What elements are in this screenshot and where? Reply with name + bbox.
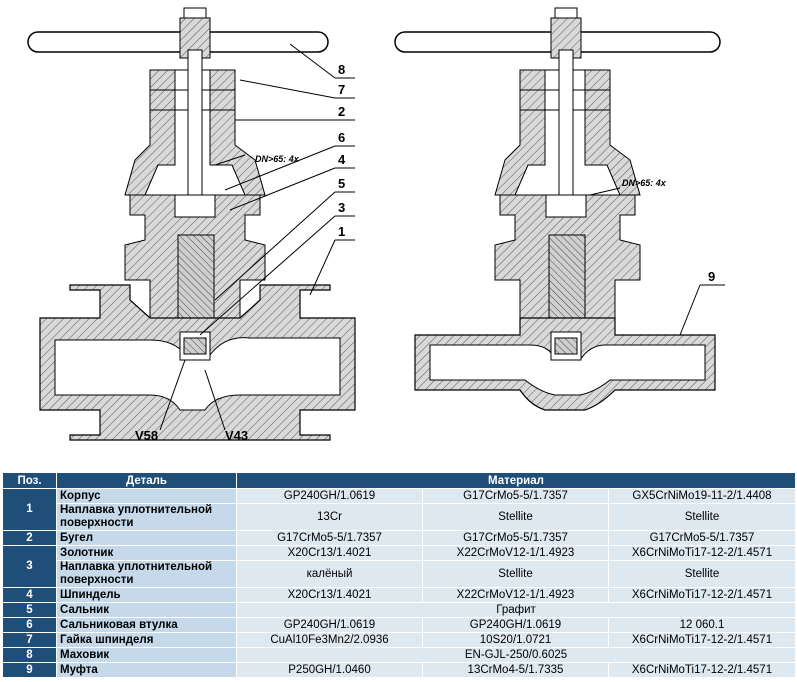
material-cell: X22CrMoV12-1/1.4923 bbox=[422, 545, 609, 561]
handwheel bbox=[27, 31, 329, 53]
material-cell: P250GH/1.0460 bbox=[236, 662, 423, 678]
material-cell: EN-GJL-250/0.6025 bbox=[236, 647, 796, 663]
material-cell: X20Cr13/1.4021 bbox=[236, 545, 423, 561]
table-header: Поз. Деталь Материал bbox=[2, 472, 796, 489]
label-7: 7 bbox=[338, 82, 345, 97]
material-cell: калёный bbox=[236, 560, 423, 588]
table-row: Наплавка уплотнительной поверхности калё… bbox=[3, 560, 796, 588]
buttweld-valve bbox=[394, 7, 721, 411]
label-8: 8 bbox=[338, 62, 345, 77]
dn-note-left: DN>65: 4x bbox=[255, 154, 300, 164]
material-cell: GP240GH/1.0619 bbox=[422, 617, 609, 633]
part-cell: Бугел bbox=[56, 530, 237, 546]
dn-note-right: DN>65: 4x bbox=[622, 178, 667, 188]
material-cell: 12 060.1 bbox=[608, 617, 796, 633]
part-cell: Корпус bbox=[56, 488, 237, 504]
pos-cell: 6 bbox=[2, 617, 57, 633]
valve-drawing: 8 7 2 6 4 5 3 1 9 V58 V43 DN>65: 4x DN>6… bbox=[27, 7, 725, 443]
part-cell: Сальниковая втулка bbox=[56, 617, 237, 633]
label-4: 4 bbox=[338, 152, 346, 167]
part-cell: Сальник bbox=[56, 602, 237, 618]
material-cell: Stellite bbox=[422, 503, 609, 531]
table-row: Наплавка уплотнительной поверхности 13Cr… bbox=[3, 503, 796, 531]
callouts bbox=[159, 43, 725, 431]
material-cell: GX5CrNiMo19-11-2/1.4408 bbox=[608, 488, 796, 504]
material-cell: GP240GH/1.0619 bbox=[236, 488, 423, 504]
label-v58: V58 bbox=[135, 428, 158, 443]
label-5: 5 bbox=[338, 176, 345, 191]
material-cell: GP240GH/1.0619 bbox=[236, 617, 423, 633]
material-cell: 13CrMo4-5/1.7335 bbox=[422, 662, 609, 678]
material-cell: Stellite bbox=[608, 560, 796, 588]
material-cell: X22CrMoV12-1/1.4923 bbox=[422, 587, 609, 603]
label-2: 2 bbox=[338, 104, 345, 119]
material-cell: G17CrMo5-5/1.7357 bbox=[422, 488, 609, 504]
header-part: Деталь bbox=[56, 472, 237, 489]
material-cell: X6CrNiMoTi17-12-2/1.4571 bbox=[608, 545, 796, 561]
material-cell: X20Cr13/1.4021 bbox=[236, 587, 423, 603]
material-cell: X6CrNiMoTi17-12-2/1.4571 bbox=[608, 632, 796, 648]
table-row: 1 Корпус GP240GH/1.0619 G17CrMo5-5/1.735… bbox=[2, 488, 796, 531]
header-material: Материал bbox=[236, 472, 796, 489]
part-cell: Маховик bbox=[56, 647, 237, 663]
flanged-valve bbox=[27, 7, 356, 441]
table-row: 6 Сальниковая втулка GP240GH/1.0619 GP24… bbox=[2, 617, 796, 633]
table-row: 4 Шпиндель X20Cr13/1.4021 X22CrMoV12-1/1… bbox=[2, 587, 796, 603]
material-cell: X6CrNiMoTi17-12-2/1.4571 bbox=[608, 587, 796, 603]
label-3: 3 bbox=[338, 200, 345, 215]
material-cell: X6CrNiMoTi17-12-2/1.4571 bbox=[608, 662, 796, 678]
part-cell: Гайка шпинделя bbox=[56, 632, 237, 648]
table-row: 9 Муфта P250GH/1.0460 13CrMo4-5/1.7335 X… bbox=[2, 662, 796, 678]
material-cell: 10S20/1.0721 bbox=[422, 632, 609, 648]
table-row: 7 Гайка шпинделя CuAl10Fe3Mn2/2.0936 10S… bbox=[2, 632, 796, 648]
table-row: 8 Маховик EN-GJL-250/0.6025 bbox=[2, 647, 796, 663]
part-cell: Наплавка уплотнительной поверхности bbox=[56, 503, 237, 531]
pos-cell: 4 bbox=[2, 587, 57, 603]
pos-cell: 2 bbox=[2, 530, 57, 546]
pos-cell: 9 bbox=[2, 662, 57, 678]
material-cell: Графит bbox=[236, 602, 796, 618]
material-cell: 13Cr bbox=[236, 503, 423, 531]
material-cell: CuAl10Fe3Mn2/2.0936 bbox=[236, 632, 423, 648]
label-6: 6 bbox=[338, 130, 345, 145]
material-cell: G17CrMo5-5/1.7357 bbox=[422, 530, 609, 546]
material-cell: G17CrMo5-5/1.7357 bbox=[608, 530, 796, 546]
part-cell: Золотник bbox=[56, 545, 237, 561]
part-cell: Наплавка уплотнительной поверхности bbox=[56, 560, 237, 588]
part-cell: Шпиндель bbox=[56, 587, 237, 603]
label-v43: V43 bbox=[225, 428, 248, 443]
table-row: 5 Сальник Графит bbox=[2, 602, 796, 618]
material-cell: G17CrMo5-5/1.7357 bbox=[236, 530, 423, 546]
label-1: 1 bbox=[338, 224, 345, 239]
part-cell: Муфта bbox=[56, 662, 237, 678]
material-cell: Stellite bbox=[422, 560, 609, 588]
table-row: 3 Золотник X20Cr13/1.4021 X22CrMoV12-1/1… bbox=[2, 545, 796, 588]
pos-cell: 7 bbox=[2, 632, 57, 648]
pos-cell: 1 bbox=[2, 488, 57, 531]
label-9: 9 bbox=[708, 269, 715, 284]
materials-table: Поз. Деталь Материал 1 Корпус GP240GH/1.… bbox=[2, 472, 796, 678]
pos-cell: 5 bbox=[2, 602, 57, 618]
material-cell: Stellite bbox=[608, 503, 796, 531]
pos-cell: 8 bbox=[2, 647, 57, 663]
pos-cell: 3 bbox=[2, 545, 57, 588]
table-row: 2 Бугел G17CrMo5-5/1.7357 G17CrMo5-5/1.7… bbox=[2, 530, 796, 546]
header-pos: Поз. bbox=[2, 472, 57, 489]
